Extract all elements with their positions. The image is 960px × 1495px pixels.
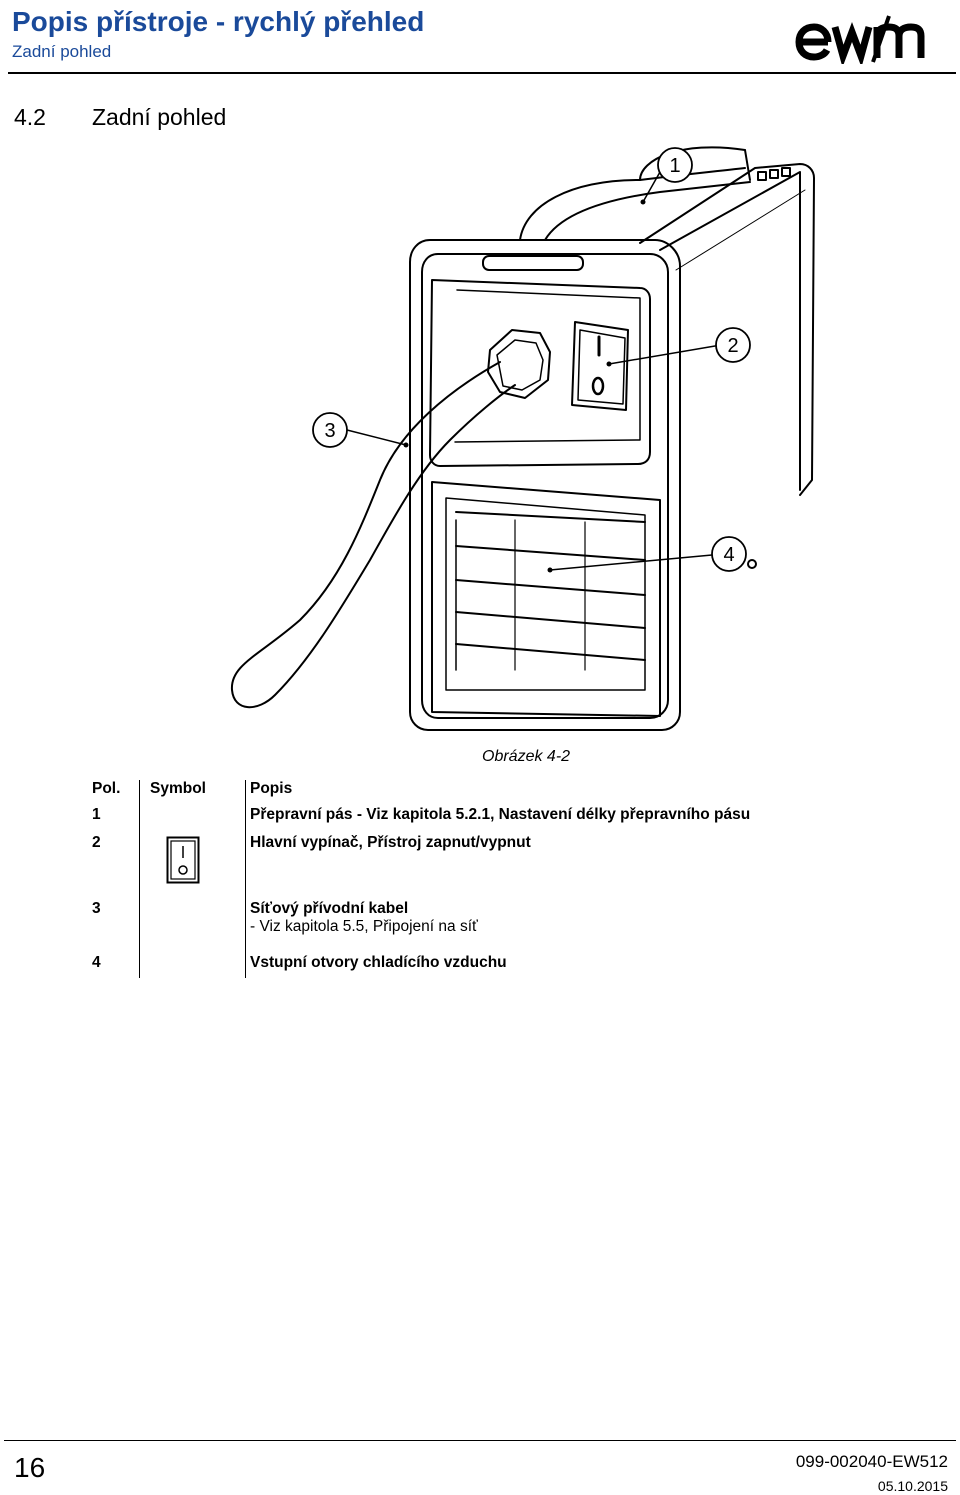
legend-header-row: Pol. Symbol Popis xyxy=(84,780,750,806)
col-header-symbol: Symbol xyxy=(139,780,246,806)
row-pos: 2 xyxy=(92,834,101,851)
table-row: 1 Přepravní pás - Viz kapitola 5.2.1, Na… xyxy=(84,806,750,834)
figure-caption: Obrázek 4-2 xyxy=(482,748,571,765)
callout-4 xyxy=(711,536,747,572)
callout-2-label: 2 xyxy=(727,335,738,357)
row-description-sub: - Viz kapitola 5.5, Připojení na síť xyxy=(250,918,478,935)
page-header-subtitle: Zadní pohled xyxy=(12,42,112,61)
row-description-main: Síťový přívodní kabel xyxy=(250,900,409,917)
row-pos: 4 xyxy=(92,954,101,971)
device-rear-view-figure: 1 2 3 4 xyxy=(230,146,815,731)
row-symbol xyxy=(139,954,246,978)
document-date: 05.10.2015 xyxy=(877,1478,948,1494)
callout-3 xyxy=(312,412,348,448)
callout-1 xyxy=(657,147,693,183)
callout-3-label: 3 xyxy=(324,420,335,442)
table-row: 3 Síťový přívodní kabel - Viz kapitola 5… xyxy=(84,900,750,954)
main-switch-symbol-icon xyxy=(166,836,200,884)
legend-table: Pol. Symbol Popis 1 Přepravní pás - Viz … xyxy=(84,780,750,978)
page-header-title: Popis přístroje - rychlý přehled xyxy=(12,6,425,37)
row-description: Hlavní vypínač, Přístroj zapnut/vypnut xyxy=(250,834,531,851)
callout-2 xyxy=(715,327,751,363)
row-symbol xyxy=(139,834,246,900)
callout-4-label: 4 xyxy=(723,544,734,566)
row-pos: 3 xyxy=(92,900,101,917)
row-symbol xyxy=(139,900,246,954)
header-divider xyxy=(8,72,956,74)
section-heading: 4.2 Zadní pohled xyxy=(14,104,226,131)
page-number: 16 xyxy=(14,1452,46,1483)
section-title: Zadní pohled xyxy=(92,104,227,130)
row-pos: 1 xyxy=(92,806,101,823)
row-description: Vstupní otvory chladícího vzduchu xyxy=(250,954,507,971)
footer-divider xyxy=(4,1440,956,1441)
document-number: 099-002040-EW512 xyxy=(795,1452,948,1471)
section-number: 4.2 xyxy=(14,104,46,130)
logo-text: ewm xyxy=(795,12,797,13)
col-header-pos: Pol. xyxy=(92,780,121,797)
row-symbol xyxy=(139,806,246,834)
col-header-description: Popis xyxy=(250,780,293,797)
row-description: Síťový přívodní kabel - Viz kapitola 5.5… xyxy=(246,900,751,954)
row-description: Přepravní pás - Viz kapitola 5.2.1, Nast… xyxy=(250,806,751,823)
callout-1-label: 1 xyxy=(669,155,680,177)
ewm-logo: ewm xyxy=(795,12,925,64)
table-row: 2 Hlavní vypínač, Přístroj zapnut/vypnut xyxy=(84,834,750,900)
table-row: 4 Vstupní otvory chladícího vzduchu xyxy=(84,954,750,978)
